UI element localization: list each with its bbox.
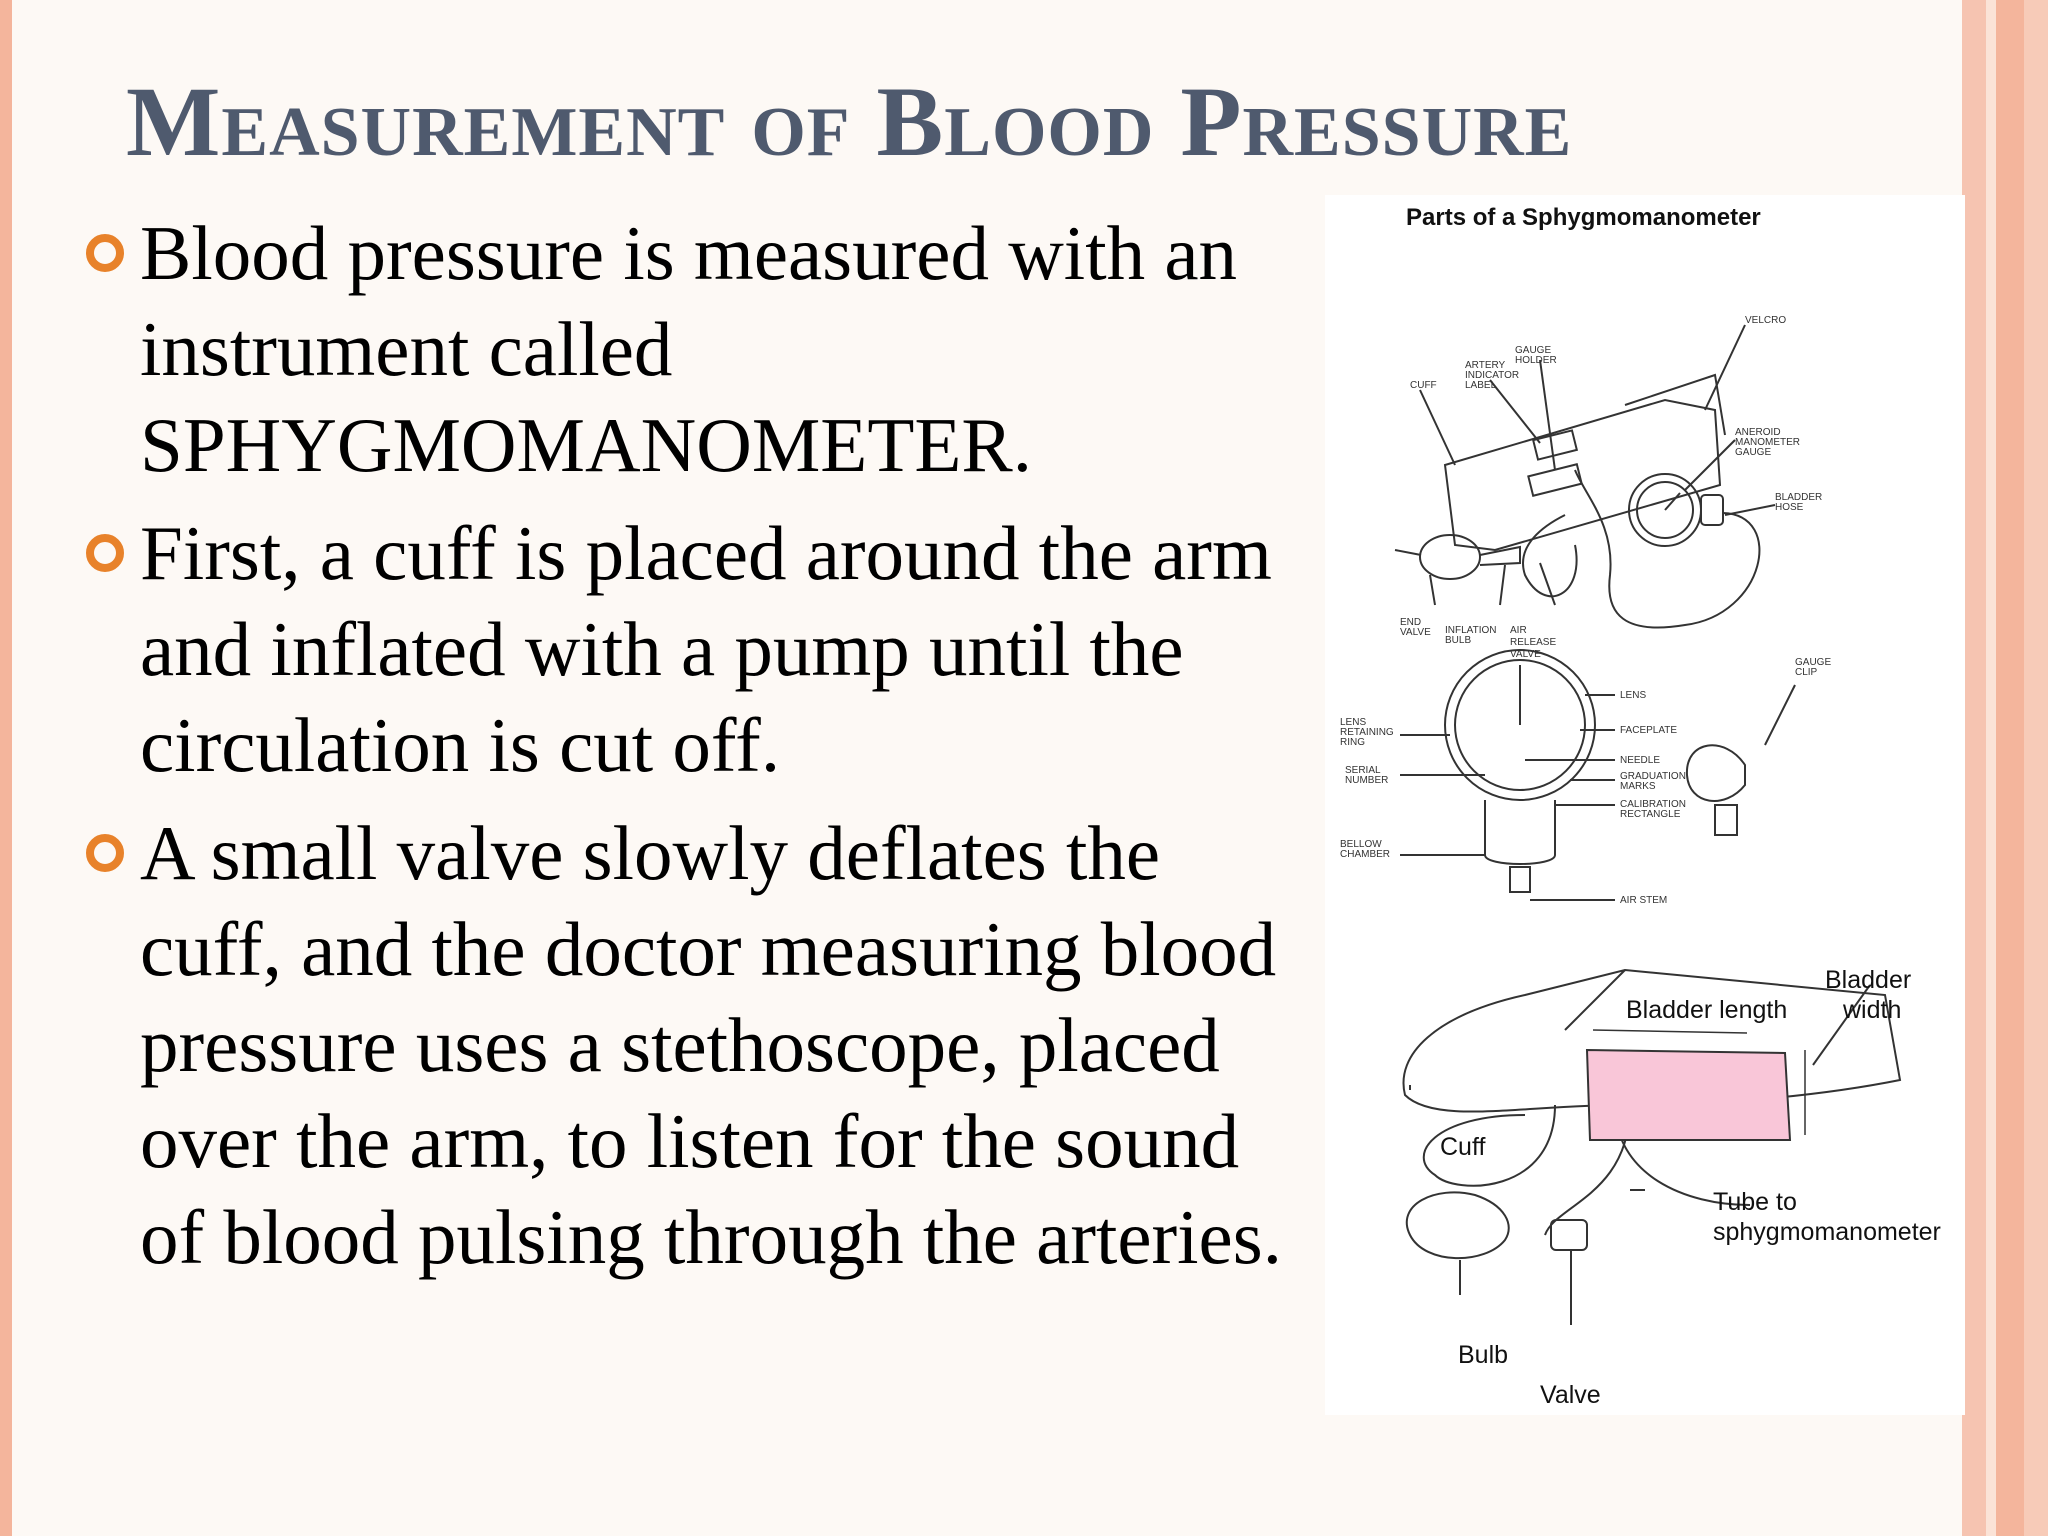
label-gauge-clip: GAUGE xyxy=(1795,657,1831,668)
slide-right-stripe xyxy=(1996,0,2024,1536)
valve-icon xyxy=(1550,1219,1588,1251)
label-calibration: RECTANGLE xyxy=(1620,809,1681,820)
label-faceplate: FACEPLATE xyxy=(1620,725,1677,736)
gauge-detail-icon xyxy=(1444,649,1596,801)
slide-right-stripe xyxy=(1962,0,1986,1536)
label-graduation-marks: GRADUATION xyxy=(1620,771,1686,782)
label-gauge-clip: CLIP xyxy=(1795,667,1818,678)
bullet-text: First, a cuff is placed around the arm a… xyxy=(140,510,1272,788)
label-air-release: VALVE xyxy=(1510,649,1541,660)
leader-line xyxy=(1539,562,1556,606)
label-lens-retaining: LENS xyxy=(1340,717,1366,728)
label-lens-retaining: RING xyxy=(1340,737,1365,748)
label-graduation-marks: MARKS xyxy=(1620,781,1656,792)
label-calibration: CALIBRATION xyxy=(1620,799,1686,810)
label-inflation-bulb: INFLATION xyxy=(1445,625,1496,636)
gauge-needle xyxy=(1664,492,1681,511)
gauge-faceplate xyxy=(1454,659,1586,791)
figure-title: Parts of a Sphygmomanometer xyxy=(1406,204,1761,231)
label-artery-indicator: LABEL xyxy=(1465,380,1497,391)
label-bladder-width: width xyxy=(1842,996,1901,1024)
label-air-release: RELEASE xyxy=(1510,637,1556,648)
bladder-length-arrow xyxy=(1592,1029,1748,1034)
label-bladder-hose: HOSE xyxy=(1775,502,1804,513)
ring-bullet-icon xyxy=(86,234,124,272)
cuff-shape xyxy=(1443,398,1722,552)
leader-line xyxy=(1499,564,1506,606)
label-valve: Valve xyxy=(1540,1381,1601,1409)
label-aneroid: ANEROID xyxy=(1735,427,1781,438)
label-artery-indicator: INDICATOR xyxy=(1465,370,1519,381)
label-serial-number: SERIAL xyxy=(1345,765,1381,776)
bullet-item: Blood pressure is measured with an instr… xyxy=(82,205,1312,493)
slide-right-stripe xyxy=(1986,0,1996,1536)
gauge-clip-icon xyxy=(1685,744,1746,802)
leader-line xyxy=(1704,324,1746,411)
leader-line xyxy=(1539,359,1556,471)
cuff-fold xyxy=(1564,969,1626,1031)
label-aneroid: GAUGE xyxy=(1735,447,1771,458)
leader-line xyxy=(1419,389,1456,466)
label-gauge-holder: GAUGE xyxy=(1515,345,1551,356)
ring-bullet-icon xyxy=(86,834,124,872)
leader-line xyxy=(1812,984,1871,1066)
bladder-shape xyxy=(1585,1048,1792,1141)
bulb-tube xyxy=(1422,1104,1556,1187)
leader-line xyxy=(1764,684,1796,746)
label-lens-retaining: RETAINING xyxy=(1340,727,1394,738)
label-air-stem: AIR STEM xyxy=(1620,895,1667,906)
label-serial-number: NUMBER xyxy=(1345,775,1388,786)
bulb-icon xyxy=(1405,1191,1510,1260)
label-needle: NEEDLE xyxy=(1620,755,1660,766)
bullet-text: A small valve slowly deflates the cuff, … xyxy=(140,810,1282,1280)
inflation-bulb-icon xyxy=(1419,534,1481,580)
artery-indicator-label xyxy=(1531,429,1579,461)
label-end-valve: VALVE xyxy=(1400,627,1431,638)
label-gauge-holder: HOLDER xyxy=(1515,355,1557,366)
leader-line xyxy=(1489,379,1541,444)
label-bellow-chamber: CHAMBER xyxy=(1340,849,1390,860)
gauge-connector xyxy=(1700,494,1724,526)
label-bladder-hose: BLADDER xyxy=(1775,492,1822,503)
label-cuff: CUFF xyxy=(1410,380,1437,391)
label-aneroid: MANOMETER xyxy=(1735,437,1800,448)
ring-bullet-icon xyxy=(86,534,124,572)
label-tube: sphygmomanometer xyxy=(1713,1218,1941,1246)
slide-title: Measurement of Blood Pressure xyxy=(126,66,1573,177)
air-stem xyxy=(1509,866,1531,893)
leader-line xyxy=(1724,504,1776,516)
label-lens: LENS xyxy=(1620,690,1646,701)
bladder-hose xyxy=(1574,469,1761,629)
bellow-chamber xyxy=(1484,800,1556,865)
label-inflation-bulb: BULB xyxy=(1445,635,1471,646)
label-air-release: AIR xyxy=(1510,625,1527,636)
sphygmomanometer-diagram: Parts of a Sphygmomanometer VELCRO GAUGE… xyxy=(1340,204,1941,1409)
leader-line xyxy=(1684,439,1736,491)
aneroid-gauge-face xyxy=(1636,481,1694,539)
bulb-valve xyxy=(1479,545,1521,566)
label-end-valve: END xyxy=(1400,617,1421,628)
label-bladder-width: Bladder xyxy=(1825,966,1911,994)
gauge-clip-stem xyxy=(1714,804,1738,836)
label-velcro: VELCRO xyxy=(1745,315,1786,326)
bullet-text: Blood pressure is measured with an instr… xyxy=(140,210,1238,488)
label-bulb: Bulb xyxy=(1458,1341,1508,1369)
bullet-list: Blood pressure is measured with an instr… xyxy=(82,205,1312,1297)
gauge-holder xyxy=(1527,463,1583,497)
label-tube: Tube to xyxy=(1713,1188,1797,1216)
end-valve xyxy=(1394,549,1422,556)
velcro-flap xyxy=(1624,373,1726,436)
label-cuff: Cuff xyxy=(1440,1133,1485,1161)
bullet-item: A small valve slowly deflates the cuff, … xyxy=(82,805,1312,1285)
label-bladder-length: Bladder length xyxy=(1626,996,1787,1024)
label-artery-indicator: ARTERY xyxy=(1465,360,1506,371)
leader-line xyxy=(1429,574,1436,606)
label-bellow-chamber: BELLOW xyxy=(1340,839,1382,850)
bullet-item: First, a cuff is placed around the arm a… xyxy=(82,505,1312,793)
slide-left-border xyxy=(0,0,12,1536)
sphygmomanometer-figure: Parts of a Sphygmomanometer VELCRO GAUGE… xyxy=(1325,195,1965,1415)
slide-right-stripe xyxy=(2024,0,2048,1536)
inflation-hose xyxy=(1522,514,1578,598)
